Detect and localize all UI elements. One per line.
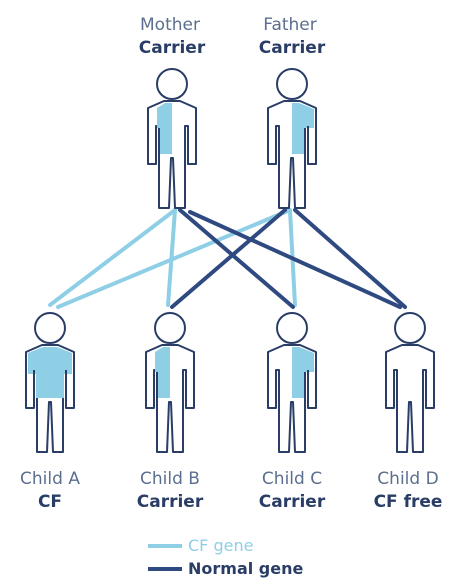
mother-role-label: Mother bbox=[140, 15, 200, 35]
normal-line-father-to-child-b bbox=[170, 208, 287, 309]
figure-cf-fill bbox=[157, 103, 172, 154]
figure-head bbox=[276, 312, 308, 344]
child-a-figure bbox=[25, 312, 75, 453]
inheritance-lines bbox=[48, 208, 407, 309]
father-role-label: Father bbox=[263, 15, 317, 35]
child-d-figure bbox=[385, 312, 435, 453]
figure-cf-fill bbox=[155, 347, 170, 398]
child-b-role-label: Child B bbox=[140, 469, 200, 489]
father-figure bbox=[267, 68, 317, 209]
normal-line-mother-to-child-d bbox=[188, 210, 402, 309]
mother-status-label: Carrier bbox=[139, 38, 206, 58]
legend-cf-label: CF gene bbox=[188, 536, 253, 555]
figure-head bbox=[154, 312, 186, 344]
figure-cf-fill bbox=[292, 103, 314, 154]
figure-head bbox=[394, 312, 426, 344]
figure-head bbox=[276, 68, 308, 100]
child-d-role-label: Child D bbox=[377, 469, 438, 489]
child-a-status-label: CF bbox=[38, 492, 62, 512]
legend: CF gene Normal gene bbox=[148, 536, 303, 578]
figure-head bbox=[156, 68, 188, 100]
normal-line-mother-to-child-c bbox=[178, 208, 295, 309]
cf-line-mother-to-child-a bbox=[48, 208, 177, 307]
child-c-figure bbox=[267, 312, 317, 453]
figure-head bbox=[34, 312, 66, 344]
father-status-label: Carrier bbox=[259, 38, 326, 58]
child-c-role-label: Child C bbox=[262, 469, 322, 489]
child-a-role-label: Child A bbox=[20, 469, 80, 489]
child-b-status-label: Carrier bbox=[137, 492, 204, 512]
mother-figure bbox=[147, 68, 197, 209]
child-d-status-label: CF free bbox=[374, 492, 443, 512]
legend-normal-label: Normal gene bbox=[188, 559, 303, 578]
figure-cf-fill bbox=[292, 347, 314, 398]
child-b-figure bbox=[145, 312, 195, 453]
normal-line-father-to-child-d bbox=[293, 208, 407, 309]
figure-cf-fill bbox=[28, 347, 72, 398]
child-c-status-label: Carrier bbox=[259, 492, 326, 512]
cf-line-father-to-child-a bbox=[56, 208, 292, 309]
